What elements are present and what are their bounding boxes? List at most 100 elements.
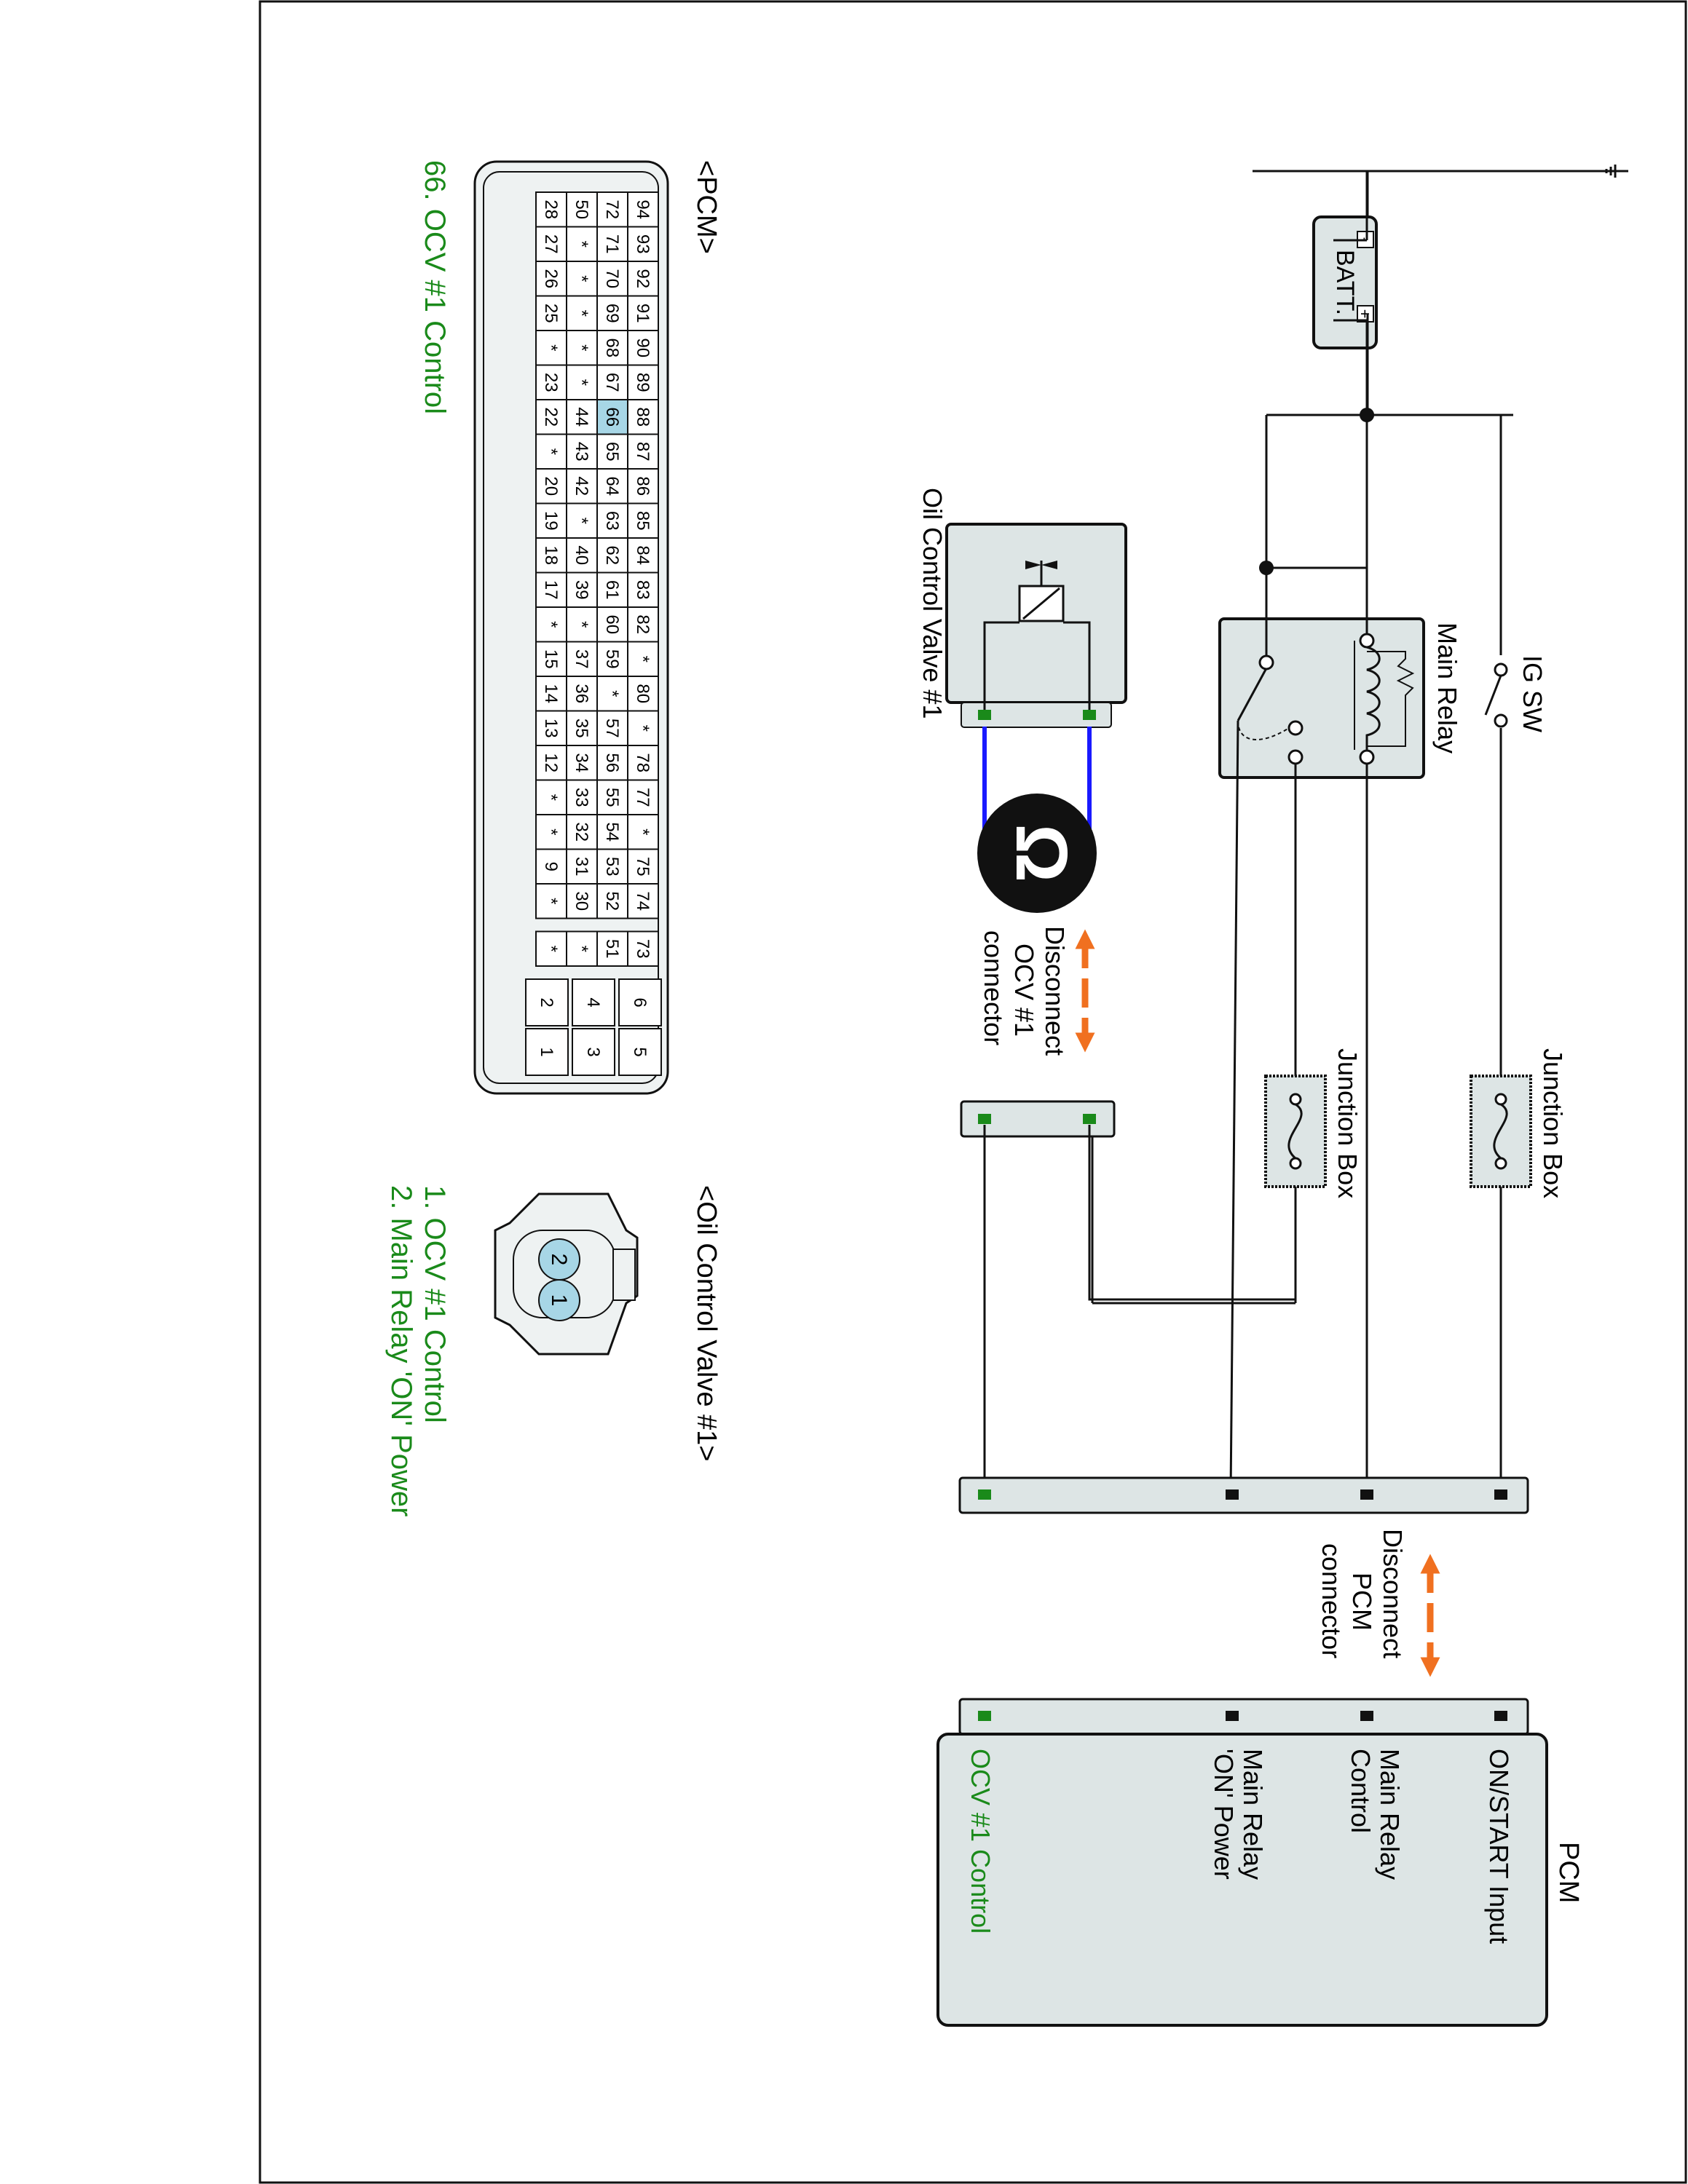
pcm-pin-32-cell — [566, 814, 598, 850]
pcm-pin-22-cell — [535, 399, 567, 435]
pcm-pin-72: 72 — [602, 199, 622, 219]
pcm-pin-61: 61 — [602, 580, 622, 600]
pcm-pin-*: * — [572, 310, 591, 317]
pcm-pin-85-cell — [627, 502, 659, 539]
pcm-pin-68-cell — [596, 330, 628, 366]
pcm-pin-70: 70 — [602, 269, 622, 288]
pcm-pin-56: 56 — [602, 753, 622, 772]
pcm-pin-80: 80 — [633, 684, 652, 703]
pcm-pin-71: 71 — [602, 234, 622, 254]
pcm-pin-37: 37 — [572, 649, 591, 669]
pcm-disconnect-line-2: PCM — [1347, 1572, 1377, 1631]
pcm-pin-74-cell — [627, 883, 659, 919]
pcm-pin-main-relay-on-power-2: 'ON' Power — [1209, 1749, 1239, 1880]
pcm-pin-83: 83 — [633, 580, 652, 600]
pcm-pin-27: 27 — [541, 234, 561, 254]
pcm-pin-*: * — [572, 518, 591, 524]
pcm-pin-27-cell — [535, 226, 567, 262]
pcm-pin-*: * — [541, 946, 561, 952]
pcm-pin-91: 91 — [633, 304, 652, 323]
pcm-pin-17-cell — [535, 571, 567, 608]
pcm-pin-33: 33 — [572, 788, 591, 807]
junction-box-1-label: Junction Box — [1538, 1048, 1568, 1198]
pcm-pin-94: 94 — [633, 199, 652, 219]
pcm-pin-50: 50 — [572, 199, 591, 219]
battery-screen — [1253, 170, 1368, 415]
pcm-pin-*: * — [541, 898, 561, 904]
ignition-switch-label: IG SW — [1518, 655, 1547, 732]
ocv-label: Oil Control Valve #1 — [918, 488, 947, 719]
pcm-pin-*-cell — [566, 930, 598, 967]
pcm-pin-54: 54 — [602, 822, 622, 842]
pcm-pin-92: 92 — [633, 269, 652, 288]
pcm-pin-60: 60 — [602, 614, 622, 634]
pcm-pin-77: 77 — [633, 788, 652, 807]
pcm-pin-28-cell — [535, 191, 567, 228]
ocv-connector-caption-2: 2. Main Relay 'ON' Power — [385, 1185, 417, 1516]
pcm-pin-93-cell — [627, 226, 659, 262]
battery-label: BATT. — [1331, 250, 1359, 315]
pcm-pin-50-cell — [566, 191, 598, 228]
pcm-pin-12: 12 — [541, 753, 561, 772]
pcm-pin-28: 28 — [541, 199, 561, 219]
pcm-pin-*: * — [572, 344, 591, 351]
pcm-pin-65: 65 — [602, 442, 622, 462]
battery-plus-label: + — [1356, 309, 1374, 319]
pcm-pin-*-cell — [627, 814, 659, 850]
pcm-pin-*: * — [602, 690, 622, 697]
pcm-pin-main-relay-control-2: Control — [1346, 1749, 1376, 1833]
pcm-pin-75: 75 — [633, 857, 652, 877]
pcm-harness-connector — [958, 1476, 1529, 1514]
pcm-pin-9: 9 — [541, 862, 561, 871]
junction-box-2 — [1264, 1075, 1327, 1188]
pcm-power-pin-2-cell — [525, 978, 569, 1026]
pcm-pin-*: * — [541, 621, 561, 628]
pcm-pin-15: 15 — [541, 649, 561, 669]
pcm-pin-51: 51 — [602, 939, 622, 959]
pcm-pin-39: 39 — [572, 580, 591, 600]
pcm-pin-65-cell — [596, 433, 628, 470]
pcm-pin-*: * — [541, 794, 561, 801]
pcm-power-pin-5-cell — [618, 1028, 662, 1076]
pcm-power-pin-5: 5 — [630, 1047, 650, 1056]
pcm-connector-view: <PCM> 94939291908988878685848382*80*7877… — [419, 160, 722, 1095]
pcm-power-pin-4: 4 — [583, 997, 603, 1007]
pcm-pin-18: 18 — [541, 545, 561, 565]
pcm-pin-73-cell — [627, 930, 659, 967]
pcm-pin-36: 36 — [572, 684, 591, 703]
pcm-pin-*-cell — [535, 814, 567, 850]
ocv-connector-pin-1: 1 — [547, 1294, 571, 1307]
pcm-pin-14: 14 — [541, 684, 561, 703]
pcm-module-title: PCM — [1553, 1842, 1584, 1903]
pcm-power-pin-3: 3 — [583, 1047, 603, 1056]
pcm-module — [936, 1733, 1548, 2027]
pcm-pin-*-cell — [535, 883, 567, 919]
pcm-pin-88: 88 — [633, 407, 652, 427]
pcm-pin-*-cell — [535, 330, 567, 366]
pcm-pin-on-start-input: ON/START Input — [1484, 1749, 1514, 1944]
pcm-pin-69: 69 — [602, 304, 622, 323]
ocv-disconnect-line-1: Disconnect — [1040, 926, 1070, 1056]
ohmmeter-icon: Ω — [977, 794, 1097, 913]
junction-box-1 — [1470, 1075, 1532, 1188]
pcm-pin-40: 40 — [572, 545, 591, 565]
wiring-screen: IG SW Main Relay — [918, 170, 1584, 2027]
pcm-pin-26: 26 — [541, 269, 561, 288]
pcm-pin-*-cell — [535, 606, 567, 643]
pcm-disconnect-line-1: Disconnect — [1378, 1529, 1408, 1658]
pcm-pin-31-cell — [566, 848, 598, 885]
pcm-pin-90: 90 — [633, 338, 652, 357]
pcm-pin-54-cell — [596, 814, 628, 850]
pcm-pin-18-cell — [535, 537, 567, 574]
pcm-pin-74: 74 — [633, 891, 652, 911]
pcm-pin-85: 85 — [633, 511, 652, 531]
ignition-switch — [1484, 662, 1508, 728]
pcm-power-pin-2: 2 — [537, 997, 556, 1007]
pcm-pin-82: 82 — [633, 614, 652, 634]
pcm-pin-19-cell — [535, 502, 567, 539]
pcm-pin-68: 68 — [602, 338, 622, 357]
pcm-pin-59-cell — [596, 641, 628, 677]
main-relay — [1218, 617, 1425, 779]
pcm-pin-32: 32 — [572, 822, 591, 842]
pcm-pin-69-cell — [596, 295, 628, 331]
